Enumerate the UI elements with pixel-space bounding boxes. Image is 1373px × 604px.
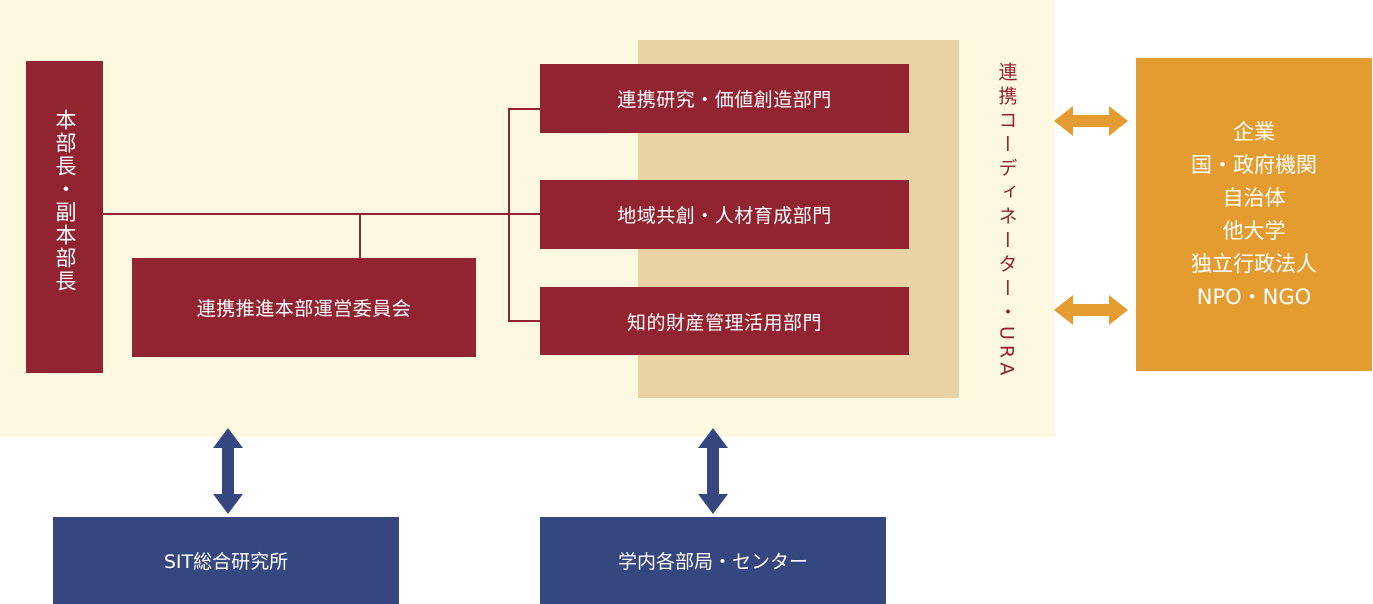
partner-upper-double-arrow-icon bbox=[1054, 106, 1128, 136]
sit-research-institute-box: SIT総合研究所 bbox=[53, 517, 399, 604]
main-horizontal-connector bbox=[103, 213, 540, 215]
division-vertical-connector bbox=[508, 108, 510, 322]
partner-item: 自治体 bbox=[1222, 185, 1286, 210]
campus-units-double-arrow-icon bbox=[698, 428, 728, 514]
division-3-connector bbox=[508, 320, 540, 322]
coordinator-label: 連携コーディネーター・URA bbox=[995, 62, 1018, 381]
division-label: 連携研究・価値創造部門 bbox=[617, 89, 832, 111]
division-label: 知的財産管理活用部門 bbox=[626, 311, 822, 334]
division-intellectual-property: 知的財産管理活用部門 bbox=[540, 287, 909, 355]
partner-item: NPO・NGO bbox=[1196, 284, 1312, 309]
committee-label: 連携推進本部運営委員会 bbox=[196, 298, 412, 320]
sit-institute-double-arrow-icon bbox=[213, 428, 243, 514]
external-partners-box: 企業 国・政府機関 自治体 他大学 独立行政法人 NPO・NGO bbox=[1136, 58, 1372, 371]
partner-item: 他大学 bbox=[1222, 218, 1286, 243]
committee-box: 連携推進本部運営委員会 bbox=[132, 258, 476, 357]
partner-item: 国・政府機関 bbox=[1191, 152, 1317, 177]
division-research-value-creation: 連携研究・価値創造部門 bbox=[540, 64, 909, 133]
partner-item: 独立行政法人 bbox=[1191, 251, 1317, 276]
campus-departments-label: 学内各部局・センター bbox=[617, 551, 808, 573]
coordinator-label-box: 連携コーディネーター・URA bbox=[992, 62, 1020, 392]
campus-departments-box: 学内各部局・センター bbox=[540, 517, 886, 604]
committee-connector bbox=[359, 213, 361, 259]
division-label: 地域共創・人材育成部門 bbox=[617, 205, 832, 227]
division-1-connector bbox=[508, 108, 540, 110]
head-box: 本部長・副本部長 bbox=[26, 61, 103, 373]
division-regional-cocreation: 地域共創・人材育成部門 bbox=[540, 180, 909, 249]
head-box-label: 本部長・副本部長 bbox=[53, 109, 77, 293]
partner-lower-double-arrow-icon bbox=[1054, 295, 1128, 325]
sit-research-institute-label: SIT総合研究所 bbox=[163, 551, 289, 573]
partner-item: 企業 bbox=[1233, 119, 1275, 144]
